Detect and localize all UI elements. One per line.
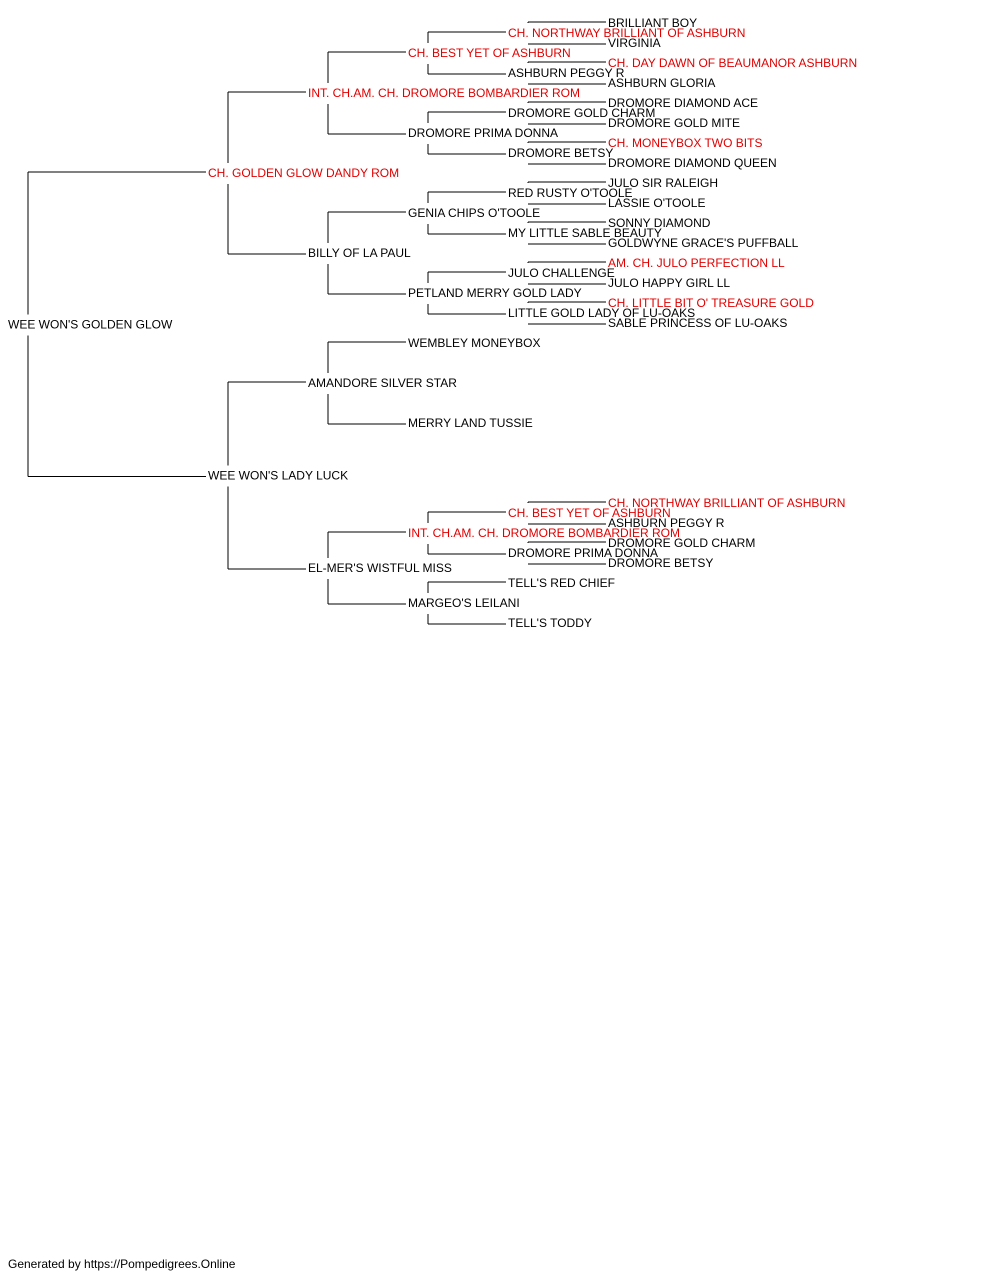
pedigree-name-gen5: CH. MONEYBOX TWO BITS <box>608 136 762 150</box>
pedigree-name-gen5: CH. DAY DAWN OF BEAUMANOR ASHBURN <box>608 56 857 70</box>
pedigree-name-gen5: BRILLIANT BOY <box>608 16 697 30</box>
pedigree-name-gen3: MARGEO'S LEILANI <box>408 596 520 610</box>
pedigree-name-gen4: JULO CHALLENGE <box>508 266 615 280</box>
pedigree-name-gen5: DROMORE BETSY <box>608 556 713 570</box>
pedigree-name-gen1: WEE WON'S LADY LUCK <box>208 469 348 483</box>
pedigree-name-gen4: TELL'S TODDY <box>508 616 592 630</box>
pedigree-name-gen2: INT. CH.AM. CH. DROMORE BOMBARDIER ROM <box>308 86 580 100</box>
pedigree-name-gen3: GENIA CHIPS O'TOOLE <box>408 206 540 220</box>
pedigree-name-gen5: JULO HAPPY GIRL LL <box>608 276 730 290</box>
pedigree-name-gen3: CH. BEST YET OF ASHBURN <box>408 46 571 60</box>
pedigree-name-gen5: DROMORE GOLD CHARM <box>608 536 755 550</box>
pedigree-name-gen3: PETLAND MERRY GOLD LADY <box>408 286 582 300</box>
pedigree-name-gen2: EL-MER'S WISTFUL MISS <box>308 561 452 575</box>
pedigree-name-gen5: CH. LITTLE BIT O' TREASURE GOLD <box>608 296 814 310</box>
pedigree-name-gen4: CH. BEST YET OF ASHBURN <box>508 506 671 520</box>
pedigree-name-gen5: ASHBURN GLORIA <box>608 76 715 90</box>
pedigree-name-gen5: ASHBURN PEGGY R <box>608 516 725 530</box>
pedigree-name-gen4: RED RUSTY O'TOOLE <box>508 186 633 200</box>
pedigree-name-gen5: DROMORE DIAMOND ACE <box>608 96 758 110</box>
pedigree-name-gen5: AM. CH. JULO PERFECTION LL <box>608 256 785 270</box>
pedigree-name-gen4: LITTLE GOLD LADY OF LU-OAKS <box>508 306 695 320</box>
pedigree-name-gen4: DROMORE BETSY <box>508 146 613 160</box>
pedigree-name-gen5: DROMORE GOLD MITE <box>608 116 740 130</box>
pedigree-name-gen5: GOLDWYNE GRACE'S PUFFBALL <box>608 236 799 250</box>
footer-credit: Generated by https://Pompedigrees.Online <box>8 1257 236 1271</box>
pedigree-name-gen1: CH. GOLDEN GLOW DANDY ROM <box>208 166 399 180</box>
pedigree-name-gen5: DROMORE DIAMOND QUEEN <box>608 156 777 170</box>
pedigree-name-gen5: SABLE PRINCESS OF LU-OAKS <box>608 316 787 330</box>
pedigree-name-gen4: CH. NORTHWAY BRILLIANT OF ASHBURN <box>508 26 745 40</box>
pedigree-name-gen5: CH. NORTHWAY BRILLIANT OF ASHBURN <box>608 496 845 510</box>
pedigree-name-gen3: DROMORE PRIMA DONNA <box>408 126 558 140</box>
pedigree-name-gen2: BILLY OF LA PAUL <box>308 246 411 260</box>
pedigree-name-gen5: SONNY DIAMOND <box>608 216 711 230</box>
pedigree-name-gen5: JULO SIR RALEIGH <box>608 176 718 190</box>
pedigree-name-gen0: WEE WON'S GOLDEN GLOW <box>8 317 173 331</box>
pedigree-name-gen4: TELL'S RED CHIEF <box>508 576 615 590</box>
pedigree-name-gen4: DROMORE GOLD CHARM <box>508 106 655 120</box>
pedigree-name-gen4: ASHBURN PEGGY R <box>508 66 625 80</box>
pedigree-name-gen3: MERRY LAND TUSSIE <box>408 416 533 430</box>
pedigree-name-gen4: MY LITTLE SABLE BEAUTY <box>508 226 662 240</box>
pedigree-name-gen5: LASSIE O'TOOLE <box>608 196 705 210</box>
pedigree-name-gen3: INT. CH.AM. CH. DROMORE BOMBARDIER ROM <box>408 526 680 540</box>
pedigree-name-gen2: AMANDORE SILVER STAR <box>308 376 457 390</box>
pedigree-name-gen3: WEMBLEY MONEYBOX <box>408 336 540 350</box>
pedigree-name-gen4: DROMORE PRIMA DONNA <box>508 546 658 560</box>
pedigree-name-gen5: VIRGINIA <box>608 36 661 50</box>
